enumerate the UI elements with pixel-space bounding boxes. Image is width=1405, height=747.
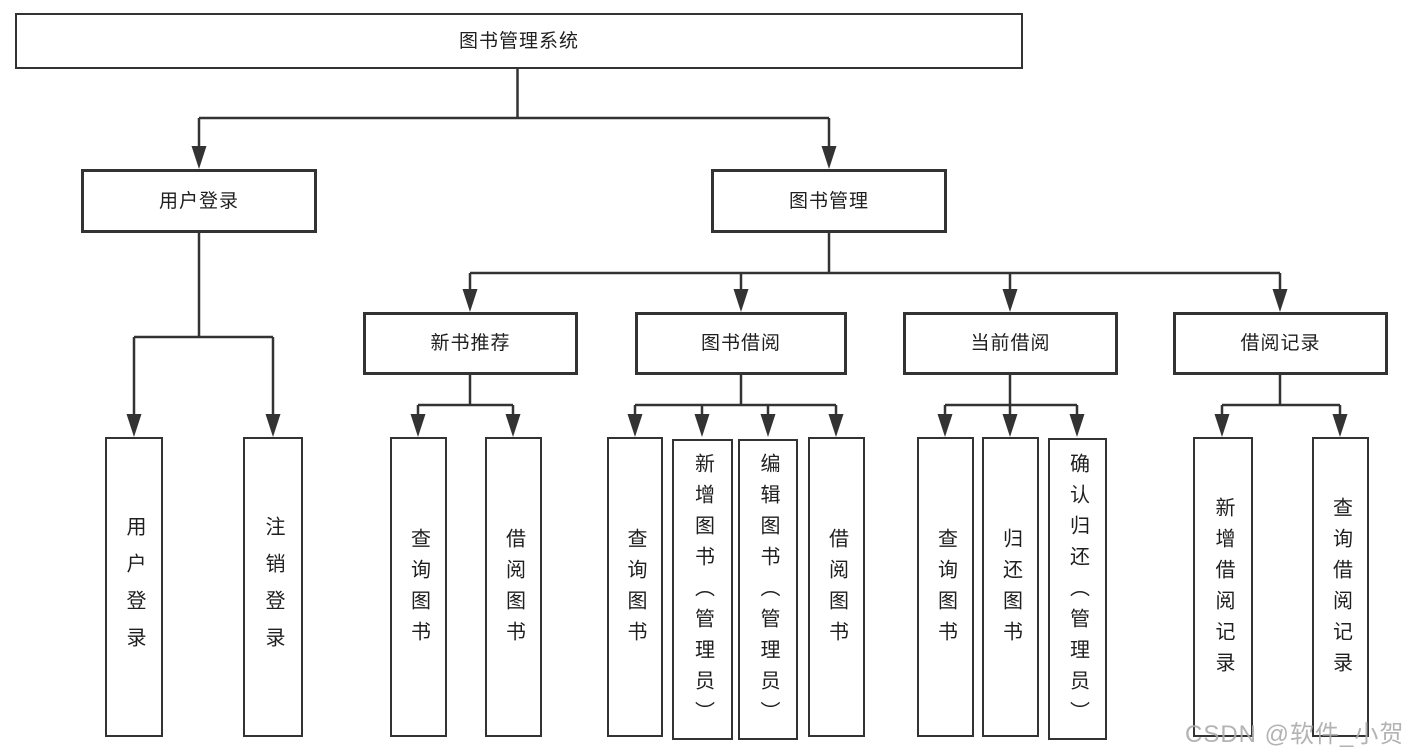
leaf-borrow-books: 借阅图书 <box>808 437 865 737</box>
leaf-query-books-current: 查询图书 <box>917 437 974 737</box>
node-book-borrowing: 图书借阅 <box>635 312 847 375</box>
leaf-user-login: 用户登录 <box>105 437 163 737</box>
node-user-login: 用户登录 <box>81 169 317 233</box>
leaf-borrow-books-recommend: 借阅图书 <box>485 437 542 737</box>
node-book-management: 图书管理 <box>711 169 947 233</box>
leaf-query-books-borrowing: 查询图书 <box>607 437 663 737</box>
leaf-add-borrow-record: 新增借阅记录 <box>1193 437 1253 737</box>
watermark: CSDN @软件_小贺同学 <box>1185 721 1405 747</box>
leaf-query-books-recommend: 查询图书 <box>390 437 447 737</box>
node-library-management-system: 图书管理系统 <box>15 13 1023 69</box>
leaf-confirm-return-admin: 确认归还（管理员） <box>1048 438 1107 740</box>
node-borrowing-records: 借阅记录 <box>1173 312 1388 375</box>
leaf-return-book: 归还图书 <box>982 437 1039 737</box>
leaf-query-borrow-record: 查询借阅记录 <box>1312 437 1369 737</box>
leaf-add-book-admin: 新增图书（管理员） <box>672 439 733 740</box>
node-current-borrowing: 当前借阅 <box>903 312 1118 375</box>
node-new-book-recommend: 新书推荐 <box>363 312 578 375</box>
leaf-edit-book-admin: 编辑图书（管理员） <box>738 439 798 740</box>
leaf-logout: 注销登录 <box>243 437 303 737</box>
